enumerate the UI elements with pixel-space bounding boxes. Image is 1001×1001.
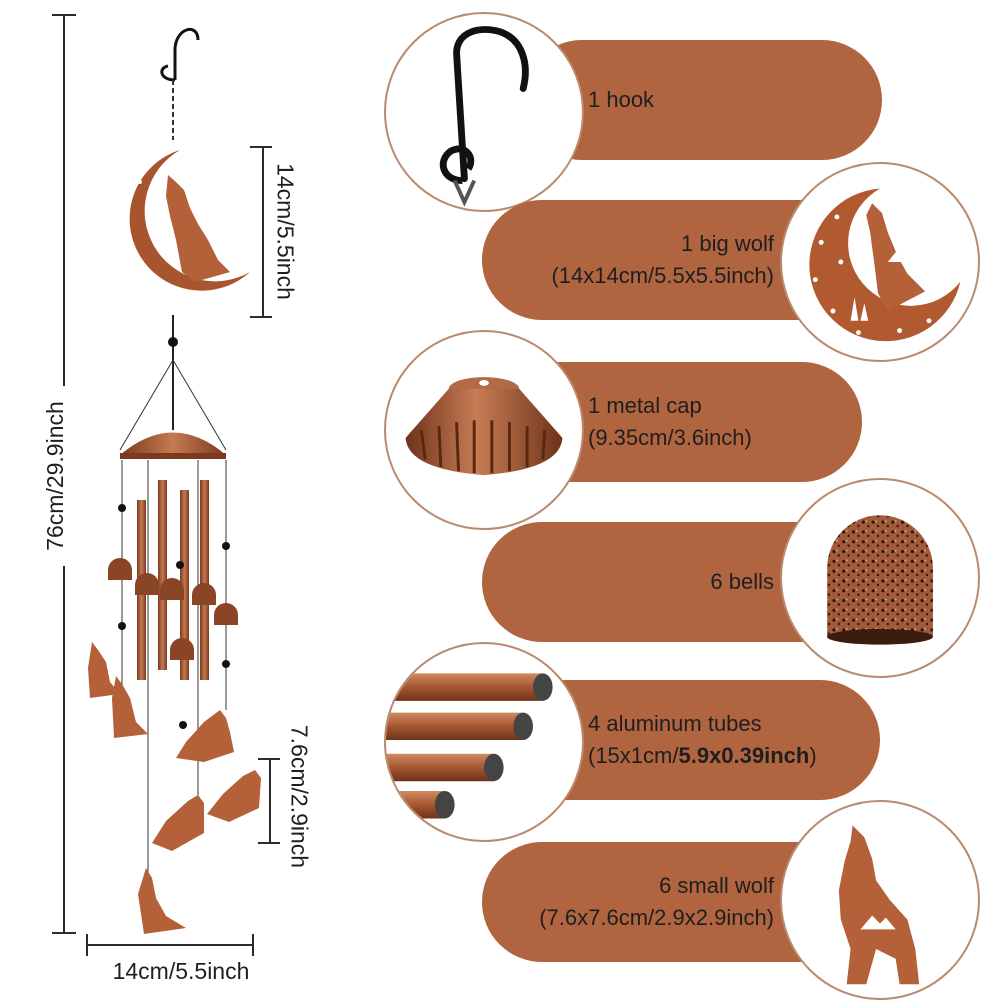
part-tubes-size: (15x1cm/5.9x0.39inch) (588, 740, 817, 772)
part-bells-circle (780, 478, 980, 678)
part-small-wolf-circle (780, 800, 980, 1000)
dim-cap-bottom (52, 932, 76, 934)
small-wolf-icon (838, 825, 920, 985)
part-small-wolf-size: (7.6x7.6cm/2.9x2.9inch) (539, 905, 774, 930)
dim-cap (250, 316, 272, 318)
tubes-size-cm: (15x1cm/ (588, 743, 679, 768)
part-small-wolf-name: 6 small wolf (659, 873, 774, 898)
dim-cap (250, 146, 272, 148)
part-tubes-name: 4 aluminum tubes (588, 711, 762, 736)
width-label: 14cm/5.5inch (112, 958, 250, 984)
tubes-size-close: ) (809, 743, 817, 768)
part-bells-name: 6 bells (710, 569, 774, 594)
part-cap-circle (384, 330, 584, 530)
small-wolf-height-label: 7.6cm/2.9inch (286, 724, 313, 869)
part-tubes-circle (384, 642, 584, 842)
width-line (86, 944, 254, 946)
part-cap-size: (9.35cm/3.6inch) (588, 425, 752, 450)
bell-icon (827, 515, 933, 645)
moon-wolf-icon (809, 188, 961, 342)
metal-cap-icon (405, 377, 563, 476)
part-hook-circle (384, 12, 584, 212)
tubes-size-inch: 5.9x0.39inch (678, 743, 810, 768)
big-wolf-height-line (262, 146, 264, 318)
dim-cap (252, 934, 254, 956)
dim-cap (258, 842, 280, 844)
part-hook-name: 1 hook (588, 87, 655, 112)
part-big-wolf-name: 1 big wolf (681, 231, 774, 256)
part-big-wolf-size: (14x14cm/5.5x5.5inch) (551, 263, 774, 288)
wind-chime-illustration (88, 27, 261, 934)
tubes-icon (386, 673, 553, 819)
big-wolf-height-label: 14cm/5.5inch (272, 163, 299, 300)
total-height-label: 76cm/29.9inch (41, 386, 69, 566)
small-wolf-height-line (269, 758, 271, 844)
part-big-wolf-circle (780, 162, 980, 362)
part-cap-name: 1 metal cap (588, 393, 702, 418)
hook-icon (439, 26, 529, 207)
